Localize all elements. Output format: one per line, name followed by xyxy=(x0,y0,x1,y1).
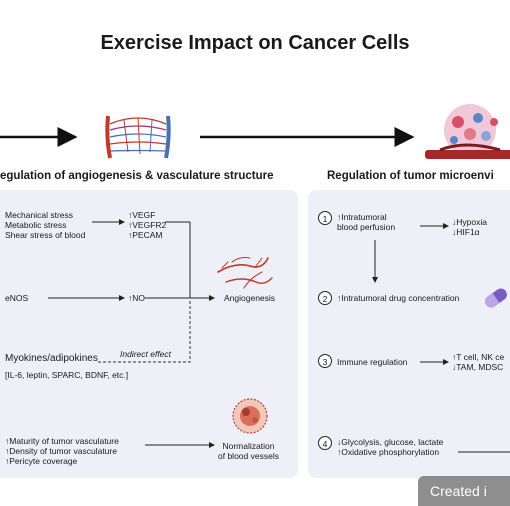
hypoxia-line: ↓Hypoxia xyxy=(452,217,487,227)
perfusion-line: blood perfusion xyxy=(337,222,396,232)
no-label: ↑NO xyxy=(128,293,145,303)
step-number-3: 3 xyxy=(318,354,332,368)
immune-regulation-text: Immune regulation xyxy=(337,357,408,367)
normalization-label: Normalization of blood vessels xyxy=(218,441,279,461)
perfusion-text: ↑Intratumoral blood perfusion xyxy=(337,212,395,232)
tumor-vessel-icon xyxy=(425,104,510,159)
drug-concentration-text: ↑Intratumoral drug concentration xyxy=(337,293,460,303)
vessel-network-icon xyxy=(105,115,171,159)
maturity-list: ↑Maturity of tumor vasculature ↑Density … xyxy=(5,436,119,466)
immune-line: ↑T cell, NK ce xyxy=(452,352,505,362)
indirect-effect-label: Indirect effect xyxy=(120,349,172,359)
vegf-list: ↑VEGF ↑VEGFR2 ↑PECAM xyxy=(128,210,166,240)
left-section-heading: egulation of angiogenesis & vasculature … xyxy=(0,170,274,182)
hypoxia-result: ↓Hypoxia ↓HIF1α xyxy=(452,217,487,237)
vegf-item: ↑PECAM xyxy=(128,230,163,240)
stress-item: Mechanical stress xyxy=(5,210,74,220)
angiogenesis-label: Angiogenesis xyxy=(224,293,276,303)
stress-list: Mechanical stress Metabolic stress Shear… xyxy=(5,210,85,240)
immune-line: ↓TAM, MDSC xyxy=(452,362,504,372)
perfusion-line: ↑Intratumoral xyxy=(337,212,387,222)
vegf-item: ↑VEGFR2 xyxy=(128,220,167,230)
right-panel xyxy=(308,190,510,478)
normalized-tumor-icon xyxy=(232,398,268,434)
metabolism-line: ↑Oxidative phosphorylation xyxy=(337,447,440,457)
maturity-item: ↑Maturity of tumor vasculature xyxy=(5,436,119,446)
hypoxia-line: ↓HIF1α xyxy=(452,227,480,237)
created-watermark: Created i xyxy=(418,476,510,506)
maturity-item: ↑Density of tumor vasculature xyxy=(5,446,117,456)
stress-item: Metabolic stress xyxy=(5,220,67,230)
maturity-item: ↑Pericyte coverage xyxy=(5,456,78,466)
myokines-list: [IL-6, leptin, SPARC, BDNF, etc.] xyxy=(5,370,129,380)
vegf-item: ↑VEGF xyxy=(128,210,156,220)
step-number-1: 1 xyxy=(318,211,332,225)
enos-label: eNOS xyxy=(5,293,29,303)
angiogenesis-vessels-icon xyxy=(217,256,273,289)
stress-item: Shear stress of blood xyxy=(5,230,86,240)
drug-pill-icon xyxy=(485,288,507,308)
right-section-heading: Regulation of tumor microenvi xyxy=(327,170,494,182)
metabolism-text: ↓Glycolysis, glucose, lactate ↑Oxidative… xyxy=(337,437,443,457)
normalization-line: of blood vessels xyxy=(218,451,279,461)
step-number-4: 4 xyxy=(318,436,332,450)
normalization-line: Normalization xyxy=(222,441,275,451)
left-panel xyxy=(0,190,298,478)
diagram-title: Exercise Impact on Cancer Cells xyxy=(100,32,410,54)
myokines-label: Myokines/adipokines xyxy=(5,353,98,364)
metabolism-line: ↓Glycolysis, glucose, lactate xyxy=(337,437,444,447)
immune-result: ↑T cell, NK ce ↓TAM, MDSC xyxy=(452,352,504,372)
step-number-2: 2 xyxy=(318,291,332,305)
